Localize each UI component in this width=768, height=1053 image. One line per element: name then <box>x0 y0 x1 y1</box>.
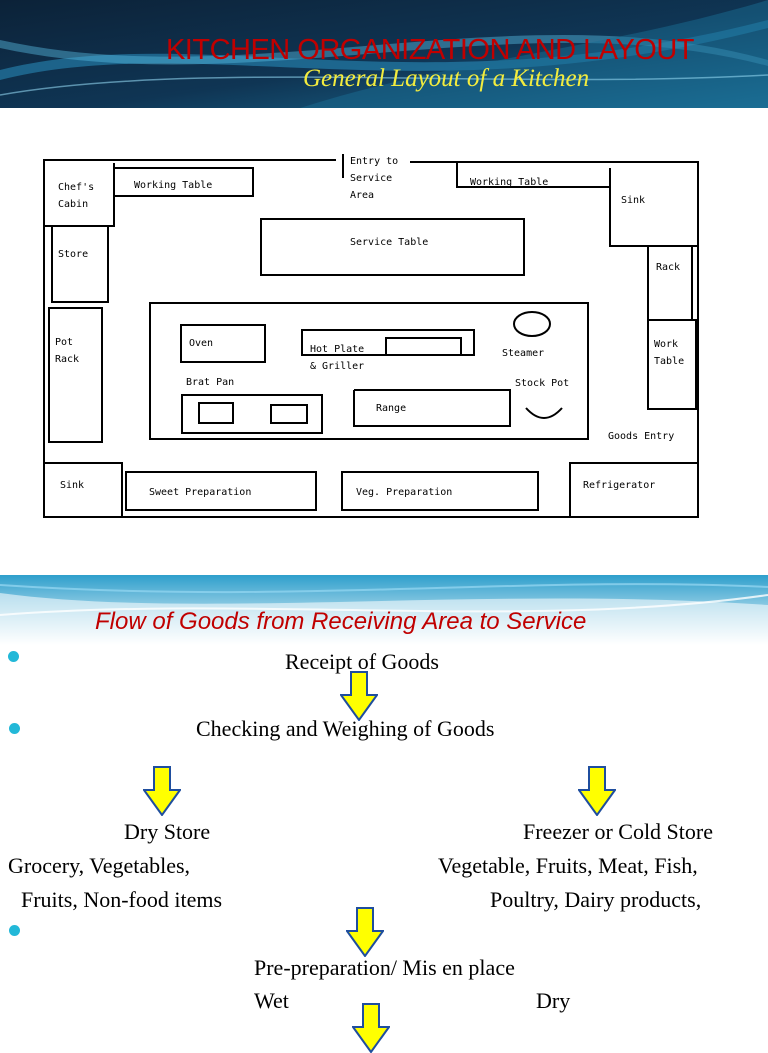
brat-pan <box>181 394 323 434</box>
label-oven: Oven <box>189 338 213 349</box>
slide1-banner: KITCHEN ORGANIZATION AND LAYOUT General … <box>0 0 768 108</box>
label-store: Store <box>58 249 88 260</box>
label-pot-rack: Rack <box>55 354 79 365</box>
label-sweet-prep: Sweet Preparation <box>149 487 251 498</box>
label-cabin: Cabin <box>58 199 88 210</box>
chefs-cabin <box>44 163 115 227</box>
down-arrow-icon <box>143 766 181 816</box>
label-griller: & Griller <box>310 361 364 372</box>
label-veg-prep: Veg. Preparation <box>356 487 452 498</box>
kitchen-floor-plan: Chef's Cabin Working Table Entry to Serv… <box>43 154 699 518</box>
label-entry-2: Service <box>350 173 392 184</box>
step-wet: Wet <box>254 988 289 1013</box>
cold-items-line2: Poultry, Dairy products, <box>490 887 702 912</box>
sink-top <box>609 168 698 247</box>
working-table-right <box>456 162 610 188</box>
label-pot: Pot <box>55 337 73 348</box>
slide1-subtitle: General Layout of a Kitchen <box>303 65 590 92</box>
label-hot-plate: Hot Plate <box>310 344 364 355</box>
store <box>51 225 109 303</box>
label-refrigerator: Refrigerator <box>583 480 655 491</box>
step-cold-store: Freezer or Cold Store <box>523 819 713 844</box>
work-table <box>647 319 697 410</box>
slide1-title: KITCHEN ORGANIZATION AND LAYOUT <box>165 34 695 66</box>
label-chefs: Chef's <box>58 182 94 193</box>
bullet <box>9 723 20 734</box>
label-entry-1: Entry to <box>350 156 398 167</box>
slide2-title: Flow of Goods from Receiving Area to Ser… <box>95 608 587 635</box>
label-steamer: Steamer <box>502 348 544 359</box>
label-sink-top: Sink <box>621 195 645 206</box>
label-working-table-right: Working Table <box>470 177 548 188</box>
label-entry-3: Area <box>350 190 374 201</box>
sink-bottom <box>44 462 123 517</box>
banner-wave-background <box>0 575 768 645</box>
range <box>353 389 511 427</box>
oven <box>180 324 266 363</box>
bullet <box>8 651 19 662</box>
central-island <box>149 302 589 440</box>
down-arrow-icon <box>352 1003 390 1053</box>
slide2-banner <box>0 575 768 645</box>
refrigerator <box>569 462 698 517</box>
label-stock-pot: Stock Pot <box>515 378 569 389</box>
banner-background <box>0 0 768 108</box>
step-checking: Checking and Weighing of Goods <box>196 716 495 741</box>
down-arrow-icon <box>578 766 616 816</box>
steamer <box>513 311 551 337</box>
stock-pot <box>525 407 563 419</box>
step-dry-store: Dry Store <box>124 819 211 844</box>
label-brat-pan: Brat Pan <box>186 377 234 388</box>
label-service-table: Service Table <box>350 237 428 248</box>
outer-wall-top-left <box>43 159 699 518</box>
down-arrow-icon <box>346 907 384 957</box>
label-rack: Rack <box>656 262 680 273</box>
cold-items-line1: Vegetable, Fruits, Meat, Fish, <box>438 853 698 878</box>
down-arrow-icon <box>340 671 378 721</box>
label-work: Work <box>654 339 678 350</box>
step-prep: Pre-preparation/ Mis en place <box>254 955 515 980</box>
dry-items-line2: Fruits, Non-food items <box>21 887 223 912</box>
pot-rack <box>48 307 103 443</box>
step-receipt: Receipt of Goods <box>285 649 439 674</box>
veg-prep-table <box>341 471 539 511</box>
dry-items-line1: Grocery, Vegetables, <box>8 853 191 878</box>
bullet <box>9 925 20 936</box>
label-sink-bottom: Sink <box>60 480 84 491</box>
rack <box>647 245 693 321</box>
sweet-prep-table <box>125 471 317 511</box>
label-range: Range <box>376 403 406 414</box>
step-dry: Dry <box>536 988 571 1013</box>
service-table <box>260 218 525 276</box>
label-table: Table <box>654 356 684 367</box>
label-goods-entry: Goods Entry <box>608 431 674 442</box>
label-working-table-left: Working Table <box>134 180 212 191</box>
working-table-left <box>113 167 254 197</box>
